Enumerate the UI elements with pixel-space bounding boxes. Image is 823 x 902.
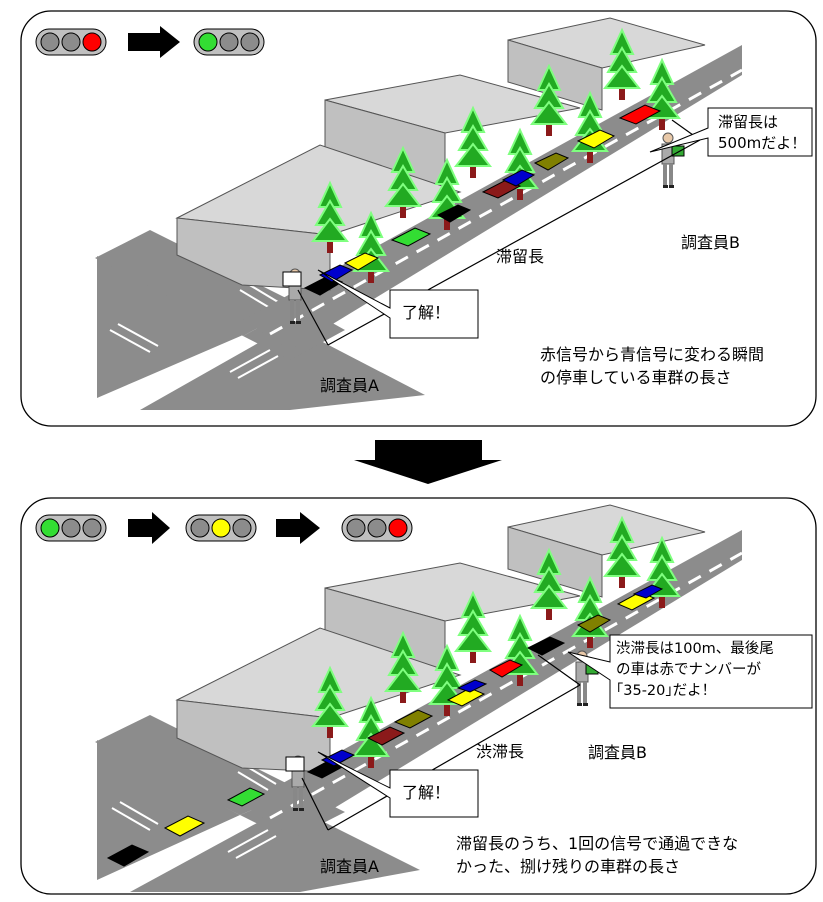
caption-line-2: の停車している車群の長さ <box>540 368 732 387</box>
caption-line-1: 赤信号から青信号に変わる瞬間 <box>540 345 765 364</box>
speech-bubble-b-text: 渋滞長は100m、最後尾 の車は赤でナンバーが ｢35-20｣だよ！ <box>616 639 774 702</box>
caption-line-1: 滞留長のうち、1回の信号で通過できな <box>456 834 739 853</box>
signal-yellow-icon <box>185 514 257 542</box>
bubble-b-line-1: 滞留長は <box>718 113 779 131</box>
bubble-b-line-1: 渋滞長は100m、最後尾 <box>616 641 774 657</box>
car-queue <box>303 104 662 296</box>
main-road <box>243 45 742 350</box>
main-road <box>243 530 742 835</box>
intersection <box>95 230 425 410</box>
speech-bubble-b <box>649 107 813 157</box>
speech-bubble-a <box>317 751 479 818</box>
observer-b-label: 調査員B <box>681 233 740 252</box>
observer-a-label: 調査員A <box>320 376 379 395</box>
signal-red-icon <box>35 28 107 56</box>
speech-bubble-b <box>567 634 813 709</box>
transition-arrow-icon <box>354 440 502 484</box>
arrow-right-icon <box>128 26 180 58</box>
signal-red-icon <box>341 514 413 542</box>
speech-bubble-a-text: 了解！ <box>402 303 451 322</box>
bubble-b-line-2: 500mだよ！ <box>718 134 807 152</box>
observer-a-label: 調査員A <box>320 857 379 876</box>
building-far <box>507 17 706 111</box>
arrow-right-icon <box>128 512 170 544</box>
arrow-right-icon <box>276 512 320 544</box>
panel-2 <box>20 497 817 895</box>
bubble-b-line-2: の車は赤でナンバーが <box>616 662 761 678</box>
caption: 赤信号から青信号に変わる瞬間 の停車している車群の長さ <box>540 343 764 389</box>
signal-green-icon <box>35 514 107 542</box>
bubble-b-line-3: ｢35-20｣だよ！ <box>616 683 717 699</box>
car-queue <box>106 584 664 867</box>
panel-1 <box>20 10 817 427</box>
length-label: 渋滞長 <box>476 742 525 761</box>
length-label: 滞留長 <box>496 247 545 266</box>
building-near <box>175 627 462 773</box>
length-indicator <box>301 654 581 831</box>
signal-green-icon <box>193 28 265 56</box>
caption-line-2: かった、捌け残りの車群の長さ <box>456 857 681 876</box>
speech-bubble-a-text: 了解！ <box>402 783 451 802</box>
observer-b-label: 調査員B <box>588 743 647 762</box>
speech-bubble-a <box>317 269 479 339</box>
speech-bubble-b-text: 滞留長は 500mだよ！ <box>718 112 806 154</box>
caption: 滞留長のうち、1回の信号で通過できな かった、捌け残りの車群の長さ <box>456 832 738 878</box>
